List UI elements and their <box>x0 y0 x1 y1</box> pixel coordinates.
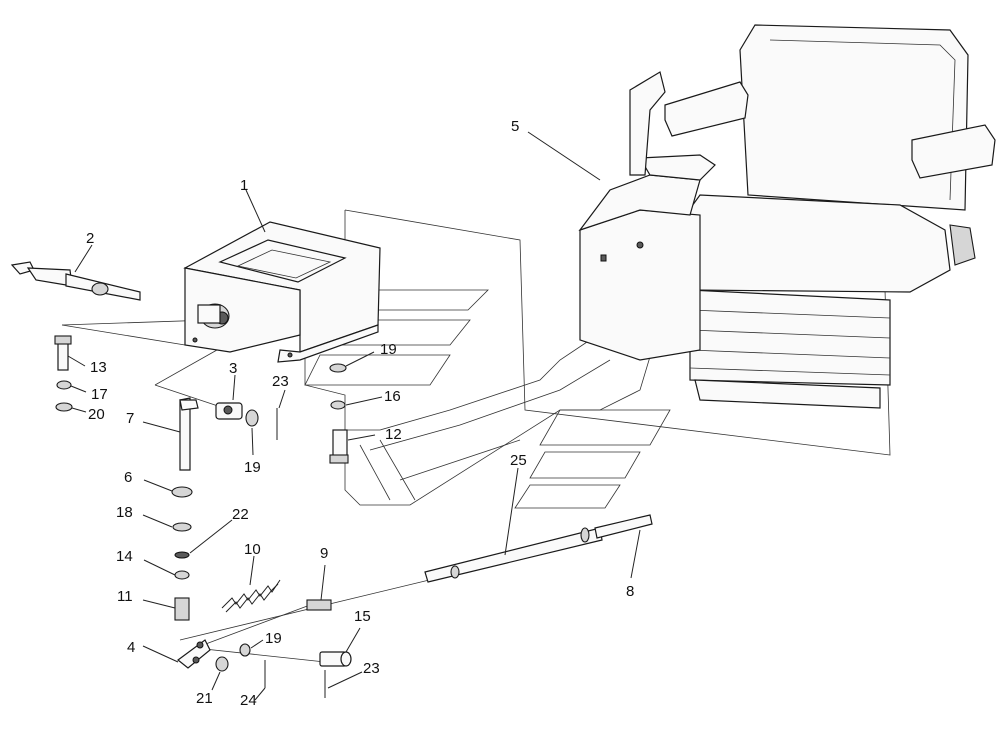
washer-20 <box>55 402 73 412</box>
leader-21 <box>211 671 221 691</box>
leader-13 <box>67 355 86 367</box>
leader-9 <box>320 564 326 601</box>
washer-21 <box>215 656 229 672</box>
callout-24: 24 <box>240 692 257 709</box>
leader-19a <box>251 427 254 456</box>
leader-10 <box>249 555 255 586</box>
crank-rod-7 <box>179 397 199 471</box>
callout-9: 9 <box>320 545 328 562</box>
callout-10: 10 <box>244 541 261 558</box>
callout-15: 15 <box>354 608 371 625</box>
leader-5 <box>527 131 601 181</box>
leader-25 <box>504 467 519 556</box>
callout-4: 4 <box>127 639 135 656</box>
spring-10 <box>221 579 281 613</box>
callout-19c: 19 <box>265 630 282 647</box>
callout-labels: 1 2 3 4 5 6 7 8 9 10 11 12 13 14 15 16 1… <box>86 118 634 709</box>
callout-1: 1 <box>240 177 248 194</box>
nut-14 <box>174 570 190 580</box>
floor-panel-outline <box>304 210 671 509</box>
leader-8 <box>630 529 641 579</box>
callout-leaders <box>67 131 641 701</box>
leader-3 <box>232 374 236 401</box>
leader-19c <box>250 639 264 649</box>
callout-6: 6 <box>124 469 132 486</box>
callout-3: 3 <box>229 360 237 377</box>
callout-19b: 19 <box>380 341 397 358</box>
callout-16: 16 <box>384 388 401 405</box>
leader-23b <box>327 671 363 689</box>
operator-seat <box>659 24 996 409</box>
callout-5: 5 <box>511 118 519 135</box>
leader-18 <box>142 514 173 528</box>
callout-23a: 23 <box>272 373 289 390</box>
washer-6 <box>171 486 193 498</box>
washer-17 <box>56 380 72 390</box>
callout-13: 13 <box>90 359 107 376</box>
leader-24 <box>254 687 266 701</box>
callout-8: 8 <box>626 583 634 600</box>
leader-6 <box>143 479 173 492</box>
mounting-bracket <box>183 221 381 363</box>
callout-23b: 23 <box>363 660 380 677</box>
washer-19b <box>329 363 347 373</box>
leader-23a <box>278 389 286 409</box>
sleeve-11 <box>174 597 190 621</box>
callout-2: 2 <box>86 230 94 247</box>
callout-12: 12 <box>385 426 402 443</box>
washer-18 <box>172 522 192 532</box>
pin-15 <box>319 651 352 667</box>
shaft-8 <box>424 514 653 583</box>
washer-16 <box>330 400 346 410</box>
control-console <box>578 71 716 361</box>
leader-14 <box>143 559 176 576</box>
callout-22: 22 <box>232 506 249 523</box>
callout-20: 20 <box>88 406 105 423</box>
leader-17 <box>70 385 87 393</box>
leader-4 <box>142 645 179 663</box>
washer-19c <box>239 643 251 657</box>
lever-4 <box>177 639 211 669</box>
leader-15 <box>345 627 361 653</box>
lever-rod <box>10 261 141 301</box>
callout-11: 11 <box>117 588 133 605</box>
leader-19b <box>345 351 375 367</box>
bushing-12 <box>329 429 349 464</box>
block-9 <box>306 599 332 611</box>
leader-1 <box>245 189 266 233</box>
leader-2 <box>74 244 93 273</box>
callout-21: 21 <box>196 690 213 707</box>
callout-25: 25 <box>510 452 527 469</box>
callout-7: 7 <box>126 410 134 427</box>
callout-14: 14 <box>116 548 133 565</box>
leader-11 <box>142 599 176 609</box>
callout-18: 18 <box>116 504 133 521</box>
leader-16 <box>345 396 383 406</box>
leader-22 <box>189 519 233 554</box>
washer-19a <box>245 409 259 427</box>
spring-washer-22 <box>174 551 190 559</box>
callout-17: 17 <box>91 386 108 403</box>
leader-12 <box>347 434 376 441</box>
bolt-13 <box>54 335 72 371</box>
callout-19a: 19 <box>244 459 261 476</box>
leader-7 <box>142 421 181 433</box>
clamp-3 <box>215 402 243 420</box>
leader-20 <box>71 407 87 413</box>
